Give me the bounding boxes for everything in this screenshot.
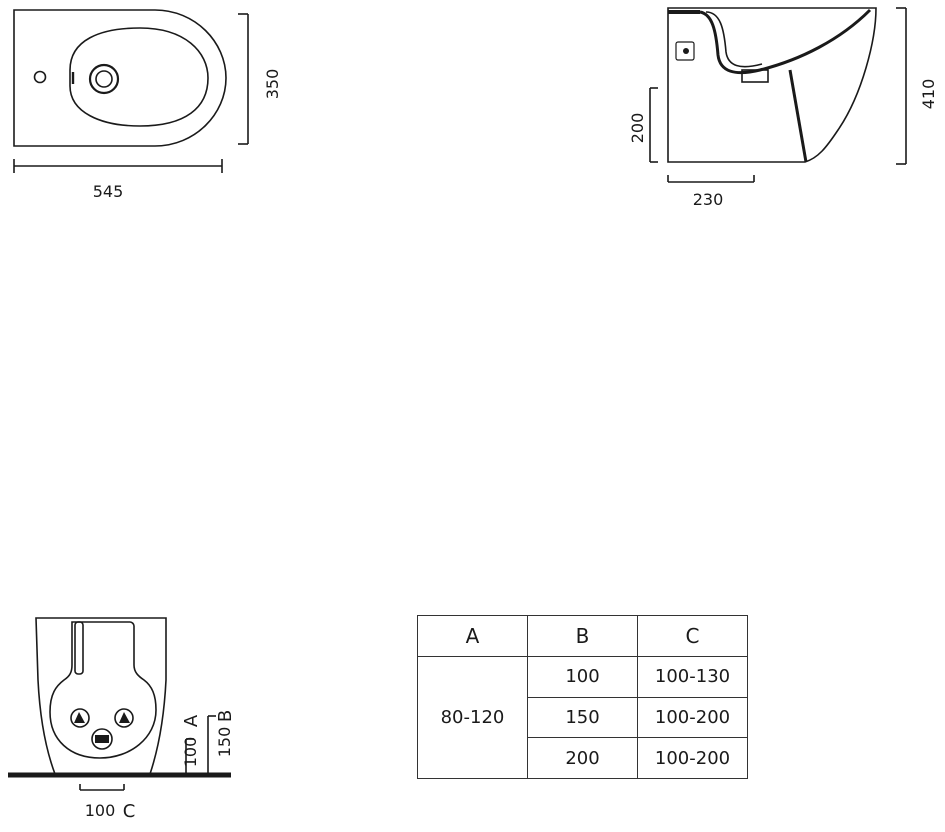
spec-header-c: C <box>637 615 748 657</box>
table-row: 80-120 100 100-130 <box>417 656 748 779</box>
top-view-depth-label: 350 <box>263 69 282 100</box>
front-view-a-letter: A <box>181 714 202 727</box>
drain-outer-icon <box>88 63 120 95</box>
table-row: 200 100-200 <box>418 737 748 779</box>
supply-inlet-right-icon <box>119 712 130 723</box>
top-view-outline <box>13 9 227 147</box>
spec-b-value: 150 <box>527 696 638 739</box>
spec-table-header-row: A B C <box>417 615 748 657</box>
front-view-recess <box>49 621 157 759</box>
side-view-outlet-height-label: 200 <box>628 113 647 144</box>
side-view-height-label: 410 <box>919 79 938 110</box>
supply-inlet-left-icon <box>74 712 85 723</box>
side-view <box>649 7 907 183</box>
spec-c-value: 100-200 <box>637 737 748 779</box>
spec-c-value: 100-130 <box>637 656 748 698</box>
side-view-bowl <box>699 8 872 75</box>
spec-a-value: 80-120 <box>417 656 528 779</box>
front-view-c-value: 100 <box>85 801 116 820</box>
front-view <box>8 617 231 791</box>
side-view-outlet-offset-label: 230 <box>693 190 724 209</box>
spec-b-value: 100 <box>527 656 638 698</box>
drain-inner-icon <box>95 70 113 88</box>
spec-header-a: A <box>417 615 528 657</box>
top-view-bowl <box>69 27 209 127</box>
front-view-outline <box>35 617 167 775</box>
tap-hole-icon <box>33 70 47 84</box>
waste-outlet-icon <box>91 728 113 750</box>
top-view-width-label: 545 <box>93 182 124 201</box>
spec-b-value: 200 <box>527 737 638 779</box>
spec-header-b: B <box>527 615 638 657</box>
top-view <box>13 9 249 173</box>
side-view-trap <box>788 69 808 163</box>
spec-c-value: 100-200 <box>637 696 748 739</box>
front-view-a-value: 100 <box>181 737 200 768</box>
front-view-b-letter: B <box>215 710 236 722</box>
side-view-outline <box>667 7 877 163</box>
front-view-b-value: 150 <box>215 727 234 758</box>
spec-table: A B C 80-120 100 100-130 150 100-200 200… <box>417 615 748 779</box>
front-view-c-letter: C <box>123 801 136 822</box>
